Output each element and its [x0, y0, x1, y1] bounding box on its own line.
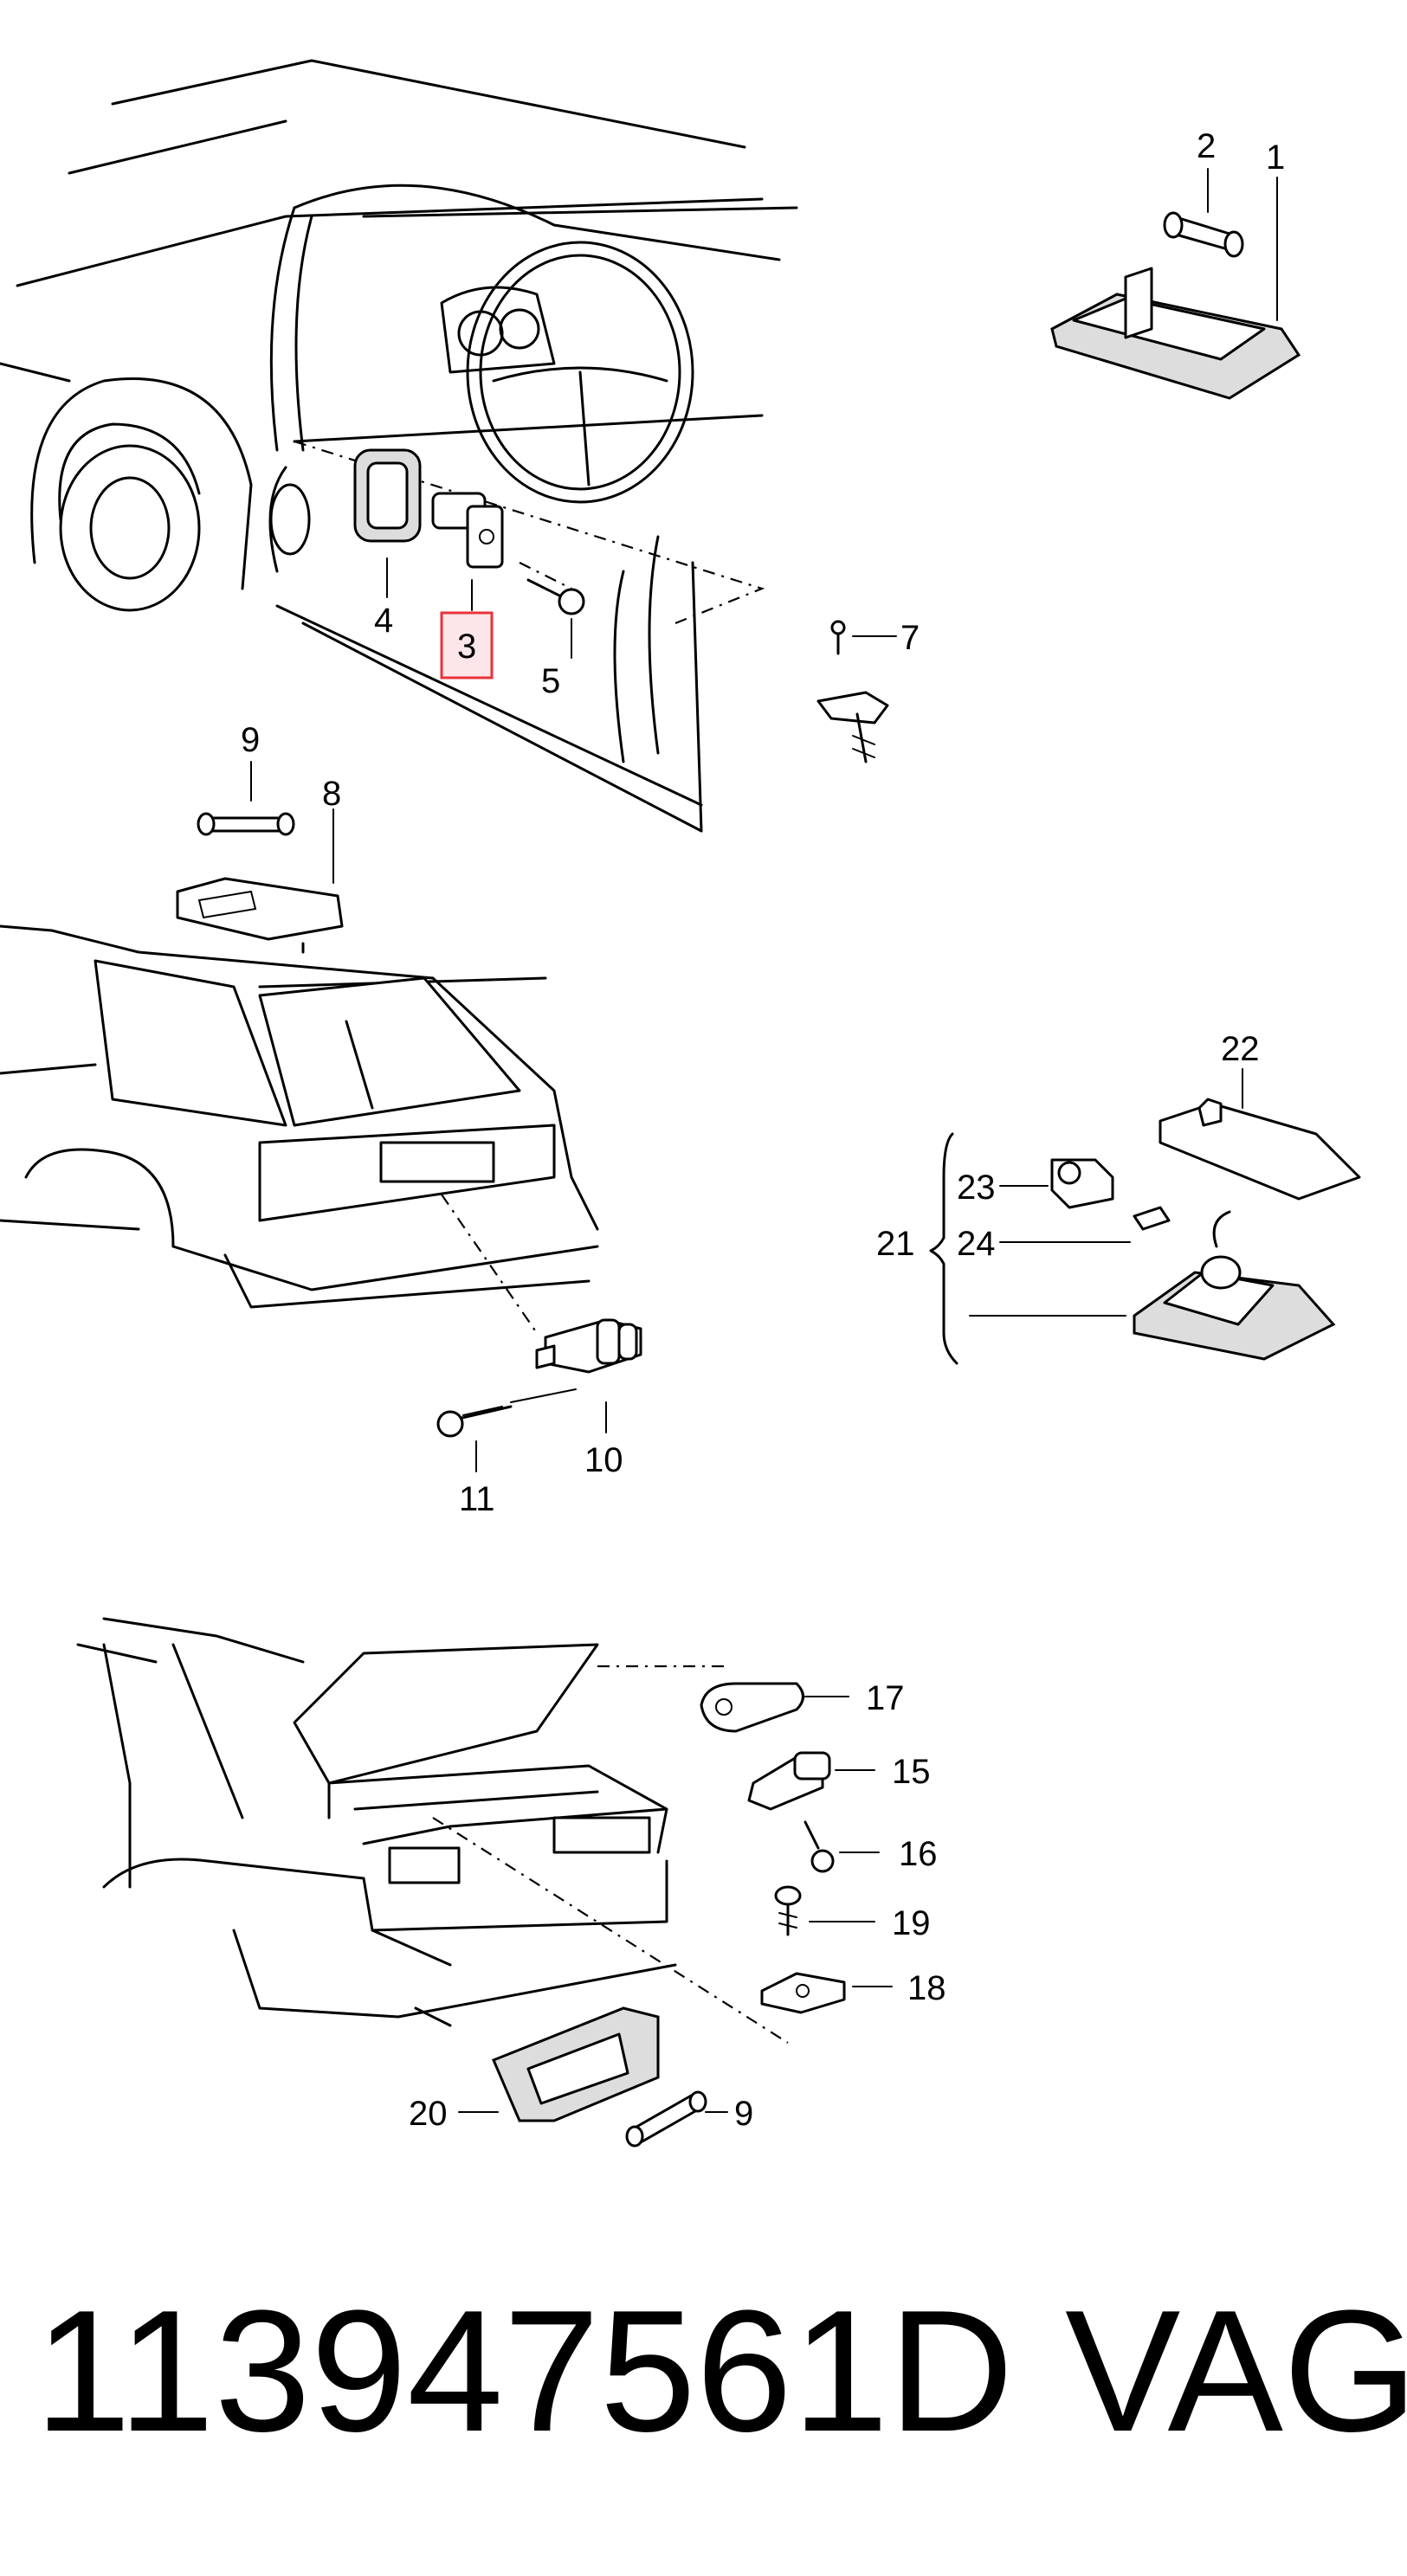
tailgate-contact-screw [436, 1405, 513, 1438]
callout-17: 17 [866, 1679, 905, 1717]
door-contact-cover [353, 448, 422, 543]
part-number: 113947561D [35, 2275, 1014, 2468]
trunk-striker-bolt [774, 1885, 802, 1936]
interior-light-housing [1050, 267, 1301, 400]
callout-23: 23 [957, 1169, 996, 1207]
trunk-light-frame [492, 2006, 660, 2122]
callout-20: 20 [409, 2095, 448, 2133]
dashboard-illustration [0, 59, 798, 833]
callout-2: 2 [1197, 127, 1216, 165]
callout-3: 3 [457, 628, 476, 666]
trunk-light-lens [700, 1682, 804, 1733]
callout-5: 5 [541, 662, 560, 700]
callout-15: 15 [892, 1753, 931, 1791]
door-contact-screw [526, 578, 585, 615]
callout-4: 4 [374, 602, 393, 640]
callout-16: 16 [899, 1835, 938, 1873]
trunk-light-bulb [625, 2090, 707, 2148]
callout-19: 19 [892, 1904, 931, 1942]
callout-22: 22 [1221, 1030, 1260, 1068]
callout-10: 10 [584, 1441, 623, 1479]
footer: 113947561D VAG [35, 2275, 1407, 2468]
sedan-trunk-illustration [76, 1617, 789, 2044]
callout-21: 21 [876, 1225, 915, 1263]
highlight-box [440, 611, 494, 679]
callout-24: 24 [957, 1225, 996, 1263]
brand-label: VAG [1065, 2275, 1407, 2468]
callout-18: 18 [907, 1969, 946, 2007]
rear-door-contact-switch [816, 620, 889, 763]
trunk-striker-plate [760, 1972, 846, 2014]
tailgate-light-bulb [197, 812, 295, 836]
trunk-contact-switch [747, 1751, 831, 1811]
door-contact-switch [431, 492, 504, 569]
tailgate-light-housing [176, 877, 344, 954]
tailgate-contact-switch [535, 1318, 642, 1374]
interior-light-bulb [1163, 211, 1244, 258]
callout-9-top: 9 [241, 721, 260, 759]
callout-9-bottom: 9 [734, 2095, 753, 2133]
callout-11: 11 [459, 1480, 495, 1518]
trunk-contact-screw [804, 1820, 835, 1873]
callout-8: 8 [322, 775, 341, 813]
hatchback-illustration [0, 924, 599, 1334]
callout-1: 1 [1266, 138, 1285, 177]
luggage-light-group [929, 1098, 1361, 1365]
callout-7: 7 [900, 619, 920, 657]
